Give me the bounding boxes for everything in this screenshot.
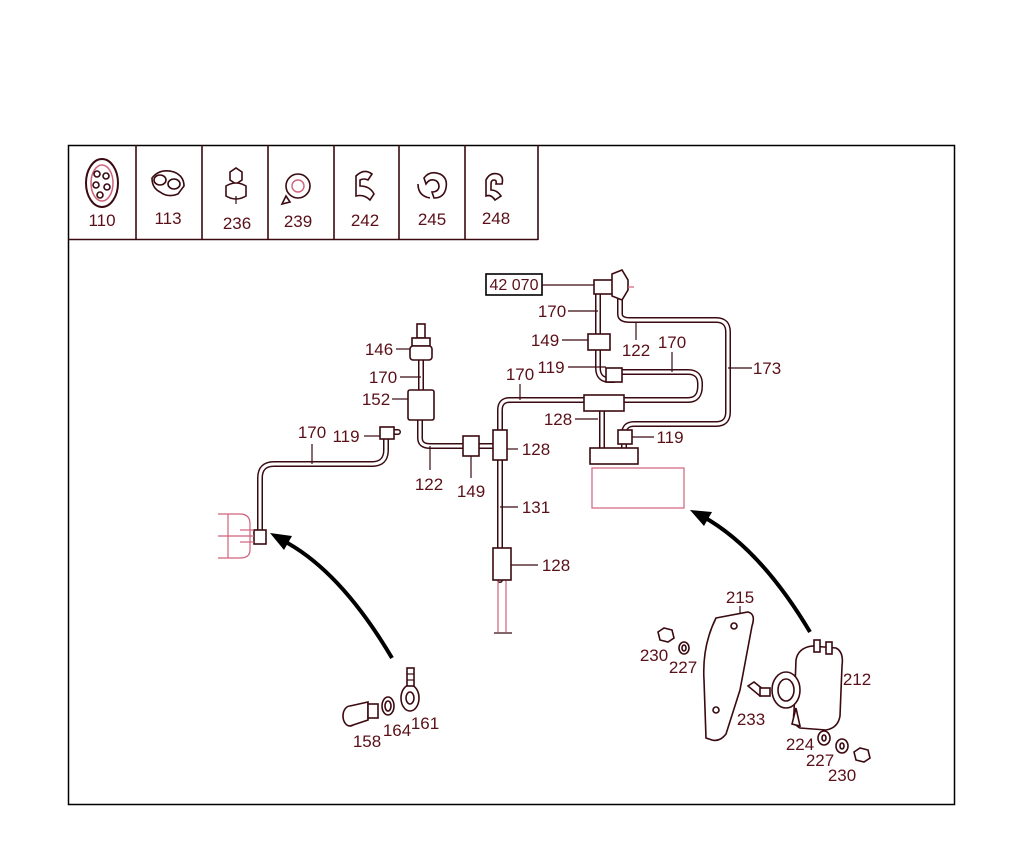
double-clip-icon [151,170,185,197]
callout-122: 122 [415,475,443,494]
bolt-assembly [342,667,420,727]
legend-label-110: 110 [88,211,115,230]
callout-149: 149 [531,331,559,350]
callout-212: 212 [843,670,871,689]
callout-170: 170 [369,368,397,387]
callout-224: 224 [786,735,814,754]
fittings [218,269,685,581]
legend-label-242: 242 [351,211,379,230]
callout-158: 158 [353,732,381,751]
callout-164: 164 [383,721,411,740]
ref-box-label: 42 070 [490,277,539,294]
hook-clip-icon [485,172,504,202]
callout-230: 230 [828,766,856,785]
ring-clip-icon [280,173,311,206]
callout-170: 170 [538,302,566,321]
legend-label-248: 248 [482,209,510,228]
callout-170: 170 [658,333,686,352]
leader-lines [311,310,752,566]
arrows [270,510,812,660]
callout-149: 149 [457,482,485,501]
callout-146: 146 [365,340,393,359]
c-clip-icon [417,171,448,199]
callout-161: 161 [411,714,439,733]
callout-128: 128 [522,440,550,459]
callout-170: 170 [506,365,534,384]
callout-128: 128 [542,556,570,575]
legend-label-236: 236 [223,214,251,233]
diagram-frame [67,144,956,806]
push-clip-icon [225,167,247,204]
callout-119: 119 [656,428,683,447]
callout-215: 215 [726,588,754,607]
legend-strip: 110 113 236 239 242 [68,145,539,241]
pump-callouts: 215 230 227 212 233 224 227 230 [640,588,871,785]
callout-122: 122 [622,341,650,360]
bolt-callouts: 158 164 161 [353,714,439,751]
callout-227: 227 [669,658,697,677]
s-clip-icon [355,170,375,202]
arrow-head-left [270,533,292,550]
arrow-head-right [690,510,712,526]
callout-152: 152 [362,390,390,409]
legend-label-239: 239 [284,212,312,231]
callout-119: 119 [332,427,359,446]
callout-173: 173 [753,359,781,378]
callout-170: 170 [298,423,326,442]
pump-assembly [657,606,871,763]
legend-label-245: 245 [418,210,446,229]
callout-119: 119 [537,358,564,377]
callout-230: 230 [640,646,668,665]
grommet-icon [85,158,119,208]
callout-131: 131 [522,498,550,517]
legend-label-113: 113 [154,209,181,228]
callout-227: 227 [806,751,834,770]
callouts: 146 170 152 170 119 122 149 128 131 128 … [298,302,781,575]
callout-233: 233 [737,710,765,729]
callout-128: 128 [544,410,572,429]
